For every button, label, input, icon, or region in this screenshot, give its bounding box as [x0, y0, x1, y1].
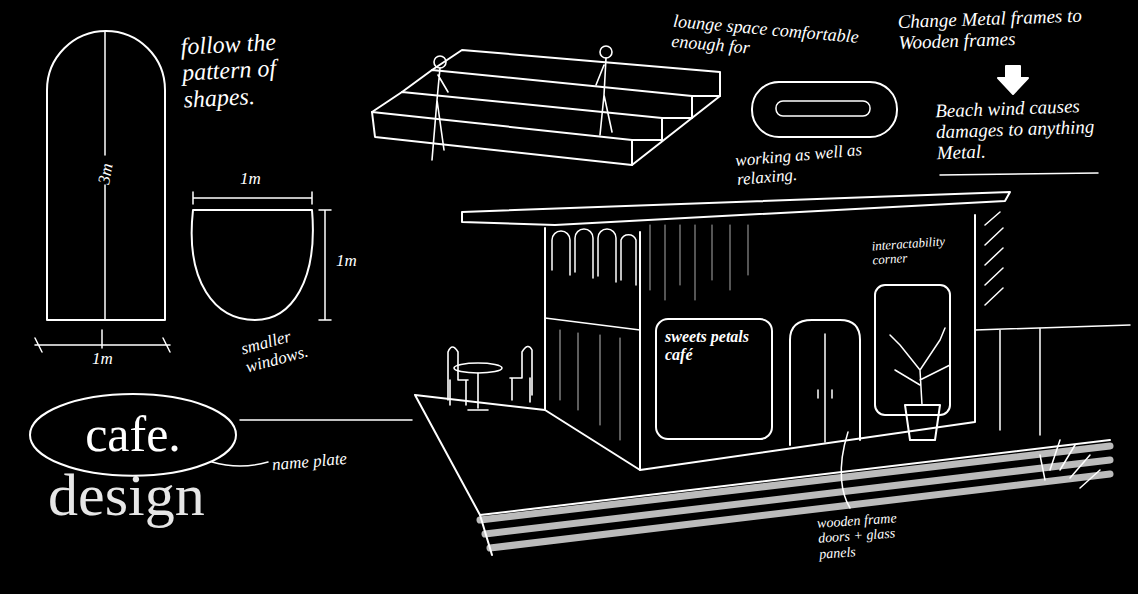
lounge-cushion — [752, 82, 897, 137]
dimension-text: 1m — [240, 170, 270, 189]
dimension-line — [35, 330, 170, 352]
note-text: lounge space comfortable enough for — [671, 12, 909, 72]
arch-window — [47, 31, 165, 320]
note-text: Beach wind causes damages to anything Me… — [935, 95, 1127, 164]
callout-text: name plate — [271, 448, 372, 475]
cushion-slot — [776, 101, 870, 116]
cafe-building — [462, 192, 1010, 470]
note-text: Change Metal frames to Wooden frames — [897, 4, 1133, 54]
plate-outline — [30, 394, 236, 476]
dimension-line — [319, 210, 331, 320]
window-sign: sweets petals café — [655, 318, 773, 440]
dimension-text: 1m — [336, 252, 366, 271]
dimension-text: 1m — [92, 350, 122, 369]
person-figure — [432, 46, 612, 160]
note-text: follow the pattern of shapes. — [180, 26, 324, 112]
lounge-steps — [372, 50, 720, 165]
leader-line — [212, 462, 268, 466]
note-text: working as well as relaxing. — [735, 140, 878, 189]
callout-text: wooden frame doors + glass panels — [817, 508, 930, 562]
sign-text: sweets petals café — [665, 328, 763, 363]
sign-text: interactability corner — [871, 233, 973, 268]
plate-text: cafe. — [85, 407, 181, 462]
leader-line — [841, 432, 850, 508]
dimension-text: 3m — [95, 153, 119, 186]
note-text: smaller windows. — [239, 312, 355, 377]
small-window — [192, 210, 313, 320]
name-plate-ellipse: cafe. — [28, 392, 238, 478]
sign-outline — [656, 319, 772, 439]
leader-line — [240, 419, 412, 421]
table-chairs — [448, 346, 532, 410]
down-arrow — [998, 66, 1028, 94]
underline — [940, 173, 1098, 175]
dimension-line — [193, 192, 312, 204]
